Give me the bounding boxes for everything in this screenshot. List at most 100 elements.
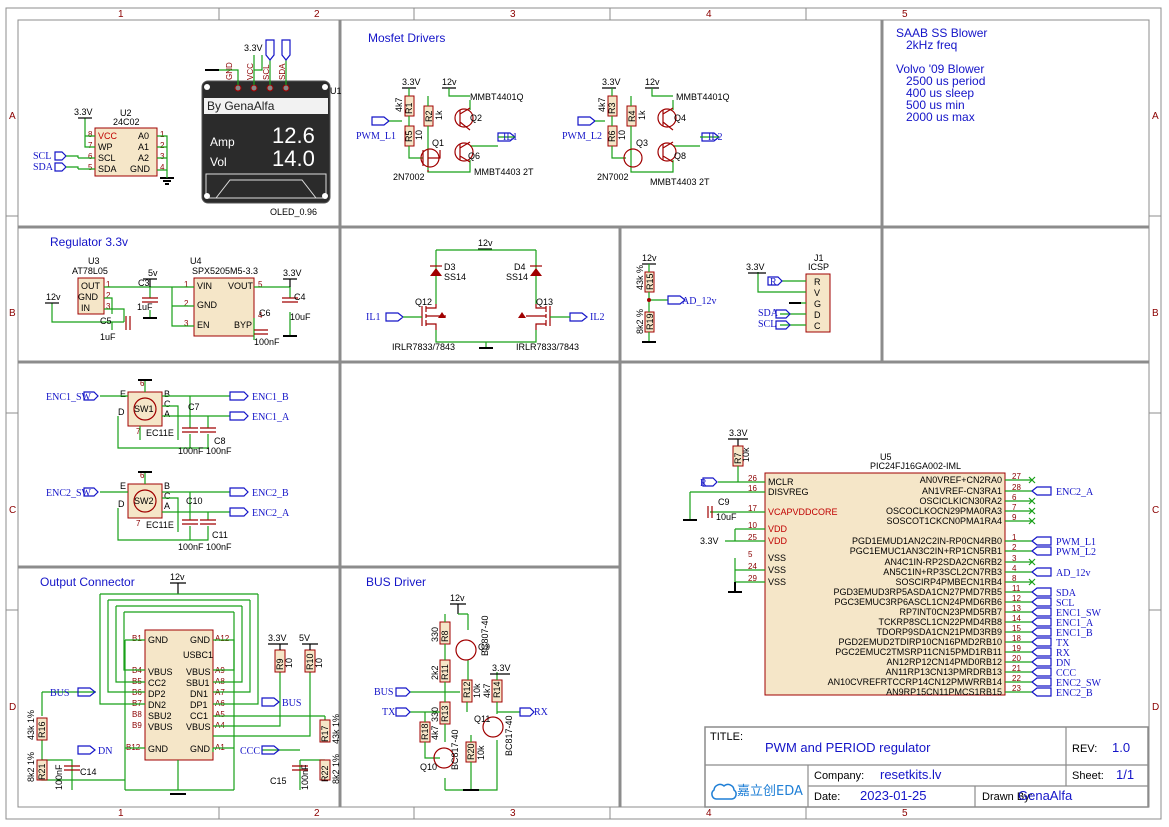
mcu-right-pin-label: AN1VREF-CN3RA1 xyxy=(922,486,1002,496)
svg-text:10k: 10k xyxy=(476,745,486,760)
drawn-label: Drawn By: xyxy=(982,791,1033,803)
mcu-net-label: ENC2_SW xyxy=(1056,678,1102,689)
svg-text:PWM_L2: PWM_L2 xyxy=(562,131,602,142)
svg-text:R21: R21 xyxy=(37,763,47,780)
mcu-pic24-u5[interactable]: U5 PIC24FJ16GA002-IML 3.3V R7 10k C9 10u… xyxy=(683,428,1102,699)
logo-text: 嘉立创EDA xyxy=(737,784,803,799)
svg-text:R2: R2 xyxy=(424,110,434,122)
ruler-row-a: A xyxy=(9,111,16,122)
usb-c-connector[interactable]: 12v USBC1 GND VBUS CC2 DP2 DN2 SBU2 VBUS… xyxy=(26,572,341,795)
svg-text:5V: 5V xyxy=(299,633,310,643)
regulator-block[interactable]: U3 AT78L05 OUT GND IN 1 2 3 U4 SPX5205M5… xyxy=(45,256,311,347)
svg-text:R16: R16 xyxy=(37,721,47,738)
mcu-net-label: SCL xyxy=(1056,598,1074,609)
mcu-net-label: DN xyxy=(1056,658,1070,669)
ruler-col-1: 1 xyxy=(118,9,124,20)
svg-text:BYP: BYP xyxy=(234,320,252,330)
mcu-right-pin-number: 13 xyxy=(1012,604,1021,613)
svg-text:3: 3 xyxy=(510,808,516,819)
svg-text:12v: 12v xyxy=(46,292,61,302)
eeprom-u2[interactable]: U2 24C02 VCC WP SCL SDA A0 A1 A2 GND 8 7… xyxy=(33,107,174,185)
svg-text:D: D xyxy=(814,310,821,320)
svg-text:2000 us max: 2000 us max xyxy=(906,110,975,124)
mcu-left-pin-number: 17 xyxy=(748,504,757,513)
svg-text:R: R xyxy=(814,277,821,287)
svg-text:MMBT4401Q: MMBT4401Q xyxy=(470,92,524,102)
svg-text:SDA: SDA xyxy=(33,162,54,173)
mosfet-driver-2[interactable]: 3.3V 12v 4k7 R3 R4 1k R6 10 Q4 MMBT4401Q… xyxy=(562,77,730,187)
mcu-left-pin-number: 25 xyxy=(748,533,757,542)
svg-text:43k %: 43k % xyxy=(635,265,645,290)
svg-text:R: R xyxy=(770,277,777,288)
svg-text:1k: 1k xyxy=(434,110,444,120)
svg-text:G: G xyxy=(814,299,821,309)
bus-driver-block[interactable]: 12v 330 R8 2k2 R11 R12 10k 330 R13 4k7 R… xyxy=(374,593,549,791)
icsp-connector-j1[interactable]: J1 ICSP R V G D C 3.3V R SDA SCL xyxy=(746,253,831,333)
svg-text:SS14: SS14 xyxy=(444,272,466,282)
net-flag xyxy=(1031,597,1052,607)
mcu-left-pin-label: VSS xyxy=(768,577,786,587)
svg-text:BUS: BUS xyxy=(374,687,393,698)
svg-text:B: B xyxy=(1152,308,1159,319)
mcu-right-pin-number: 2 xyxy=(1012,543,1017,552)
svg-text:Q4: Q4 xyxy=(674,113,686,123)
svg-text:7: 7 xyxy=(88,141,93,150)
mcu-right-pin-label: AN5C1IN+RP3SCL2CN7RB3 xyxy=(883,567,1002,577)
mcu-left-pin-label: VSS xyxy=(768,553,786,563)
svg-text:4k7: 4k7 xyxy=(394,97,404,112)
svg-text:5: 5 xyxy=(258,280,263,289)
svg-text:VBUS: VBUS xyxy=(148,722,173,732)
no-connect-icon xyxy=(1028,476,1036,484)
svg-text:10k: 10k xyxy=(472,683,482,698)
mcu-left-pin-number: 29 xyxy=(748,574,757,583)
mcu-right-pin-label: AN10CVREFRTCCRP14CN12PMWRRB14 xyxy=(828,677,1002,687)
ruler-col-5: 5 xyxy=(902,9,908,20)
hbridge-block[interactable]: 12v D3 SS14 D4 SS14 Q12 Q13 IRLR7833/784… xyxy=(366,238,604,352)
mcu-right-pin-label: TDORP9SDA1CN21PMD3RB9 xyxy=(876,627,1002,637)
svg-text:5: 5 xyxy=(88,163,93,172)
svg-text:100nF: 100nF xyxy=(254,337,280,347)
svg-text:IL1: IL1 xyxy=(366,312,380,323)
svg-text:1: 1 xyxy=(106,280,111,289)
svg-text:SDA: SDA xyxy=(98,164,117,174)
mcu-right-pin-label: OSCICLKICN30RA2 xyxy=(919,496,1002,506)
net-flag xyxy=(1031,647,1052,657)
mcu-right-pin-label: AN12RP12CN14PMD0RB12 xyxy=(886,657,1002,667)
svg-text:C15: C15 xyxy=(270,776,287,786)
mcu-right-pin-number: 18 xyxy=(1012,634,1021,643)
ruler-rows: A B C D A B C D xyxy=(6,111,1161,713)
mosfet-driver-1[interactable]: 3.3V 12v 4k7 R1 R2 1k R5 10 Q2 MMBT4401Q… xyxy=(356,77,534,182)
svg-text:R6: R6 xyxy=(607,130,617,142)
svg-text:D: D xyxy=(1152,702,1159,713)
svg-text:Q9: Q9 xyxy=(478,642,490,652)
title-value: PWM and PERIOD regulator xyxy=(765,740,931,755)
svg-text:10uF: 10uF xyxy=(716,512,737,522)
svg-text:2: 2 xyxy=(314,808,320,819)
svg-text:6: 6 xyxy=(140,471,145,480)
voltage-sense-block[interactable]: 12v 43k % R15 8k2 % R19 AD_12v xyxy=(635,253,716,343)
ruler-col-3: 3 xyxy=(510,9,516,20)
svg-text:A12: A12 xyxy=(215,634,230,643)
mcu-left-pin-label: DISVREG xyxy=(768,487,809,497)
svg-text:R13: R13 xyxy=(440,705,450,722)
svg-text:VOUT: VOUT xyxy=(228,281,254,291)
svg-text:8k2 %: 8k2 % xyxy=(635,309,645,334)
svg-text:U2: U2 xyxy=(120,108,132,118)
svg-text:E: E xyxy=(120,481,126,491)
svg-text:C4: C4 xyxy=(294,292,306,302)
svg-text:GND: GND xyxy=(225,62,234,80)
svg-text:B9: B9 xyxy=(132,721,142,730)
encoder-sw2[interactable]: SW2 EC11E E B C A D 6 7 C10 C11 100nF 10… xyxy=(46,471,290,552)
encoder-sw1[interactable]: SW1 EC11E E B C A D 6 7 C7 C8 100nF 100n… xyxy=(46,379,290,456)
svg-text:VBUS: VBUS xyxy=(148,667,173,677)
svg-text:SDA: SDA xyxy=(758,308,779,319)
svg-text:TX: TX xyxy=(382,707,396,718)
oled-display-u1[interactable]: By GenaAlfa Amp 12.6 Vol 14.0 OLED_0.96 … xyxy=(201,39,342,217)
svg-text:2k2: 2k2 xyxy=(430,665,440,680)
svg-text:A: A xyxy=(1152,111,1159,122)
mcu-net-label: ENC1_A xyxy=(1056,618,1094,629)
svg-text:ENC2_A: ENC2_A xyxy=(252,508,290,519)
svg-text:RX: RX xyxy=(534,707,549,718)
svg-text:3: 3 xyxy=(184,319,189,328)
mcu-net-label: ENC1_SW xyxy=(1056,608,1102,619)
